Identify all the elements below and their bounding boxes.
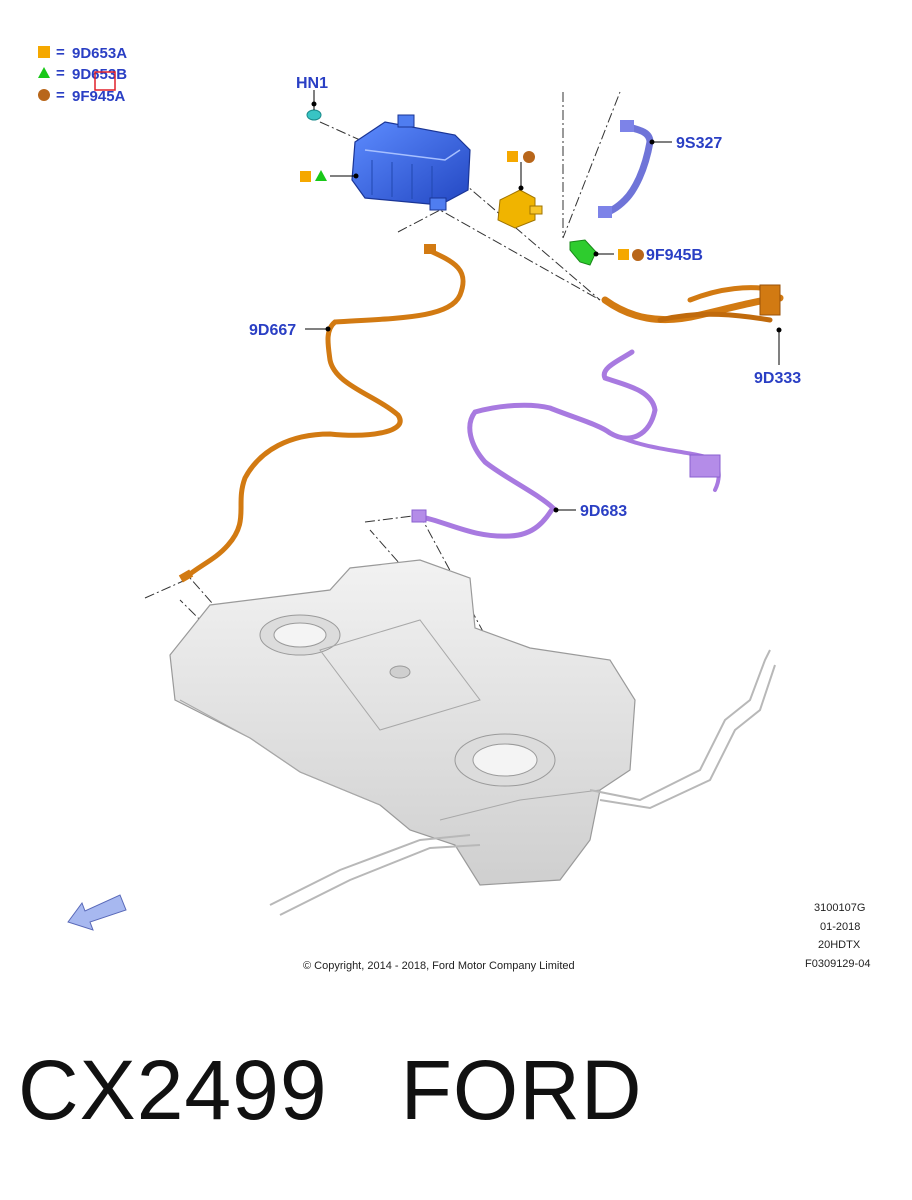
square-icon: [507, 151, 518, 162]
highlight-box: [94, 71, 116, 91]
caption: CX2499 FORD: [18, 1048, 643, 1132]
info-date: 01-2018: [820, 921, 860, 933]
circle-icon: [632, 249, 644, 261]
label-9d333: 9D333: [754, 370, 801, 387]
triangle-icon: [315, 170, 327, 181]
legend-circle-icon: [38, 89, 50, 101]
hose-9d683: [411, 349, 721, 539]
label-9d683: 9D683: [580, 503, 627, 520]
legend-code-9d653b: 9D653B: [72, 66, 127, 83]
legend-eq: =: [56, 65, 65, 82]
part-markers: [300, 151, 644, 261]
leader-dots: [311, 101, 782, 513]
label-leaders: [305, 90, 780, 511]
fuel-tank: [169, 559, 636, 886]
copyright-text: © Copyright, 2014 - 2018, Ford Motor Com…: [303, 960, 575, 972]
label-hn1: HN1: [296, 75, 328, 92]
label-9f945b: 9F945B: [646, 247, 703, 264]
info-code: 3100107G: [814, 902, 865, 914]
hose-9d667: [178, 244, 466, 583]
legend-eq: =: [56, 87, 65, 104]
legend-triangle-icon: [38, 67, 50, 78]
caption-part-number: CX2499: [18, 1043, 328, 1137]
caption-brand: FORD: [400, 1043, 643, 1137]
square-icon: [618, 249, 629, 260]
info-model: 20HDTX: [818, 939, 861, 951]
legend: = 9D653A = 9D653B = 9F945A: [38, 44, 127, 105]
pipe-9s327: [598, 120, 654, 218]
circle-icon: [523, 151, 535, 163]
legend-code-9f945a: 9F945A: [72, 88, 126, 105]
purge-valve: [497, 189, 543, 229]
tank-lines: [269, 649, 776, 916]
info-figure: F0309129-04: [805, 958, 870, 970]
legend-code-9d653a: 9D653A: [72, 45, 127, 62]
evap-canister: [351, 114, 471, 211]
label-9s327: 9S327: [676, 135, 722, 152]
legend-eq: =: [56, 44, 65, 61]
legend-square-icon: [38, 46, 50, 58]
hose-9d333: [601, 284, 784, 324]
label-9d667: 9D667: [249, 322, 296, 339]
connector-9f945b: [569, 239, 597, 266]
front-direction-arrow-icon: [67, 894, 127, 931]
fastener-hn1: [306, 109, 322, 121]
square-icon: [300, 171, 311, 182]
